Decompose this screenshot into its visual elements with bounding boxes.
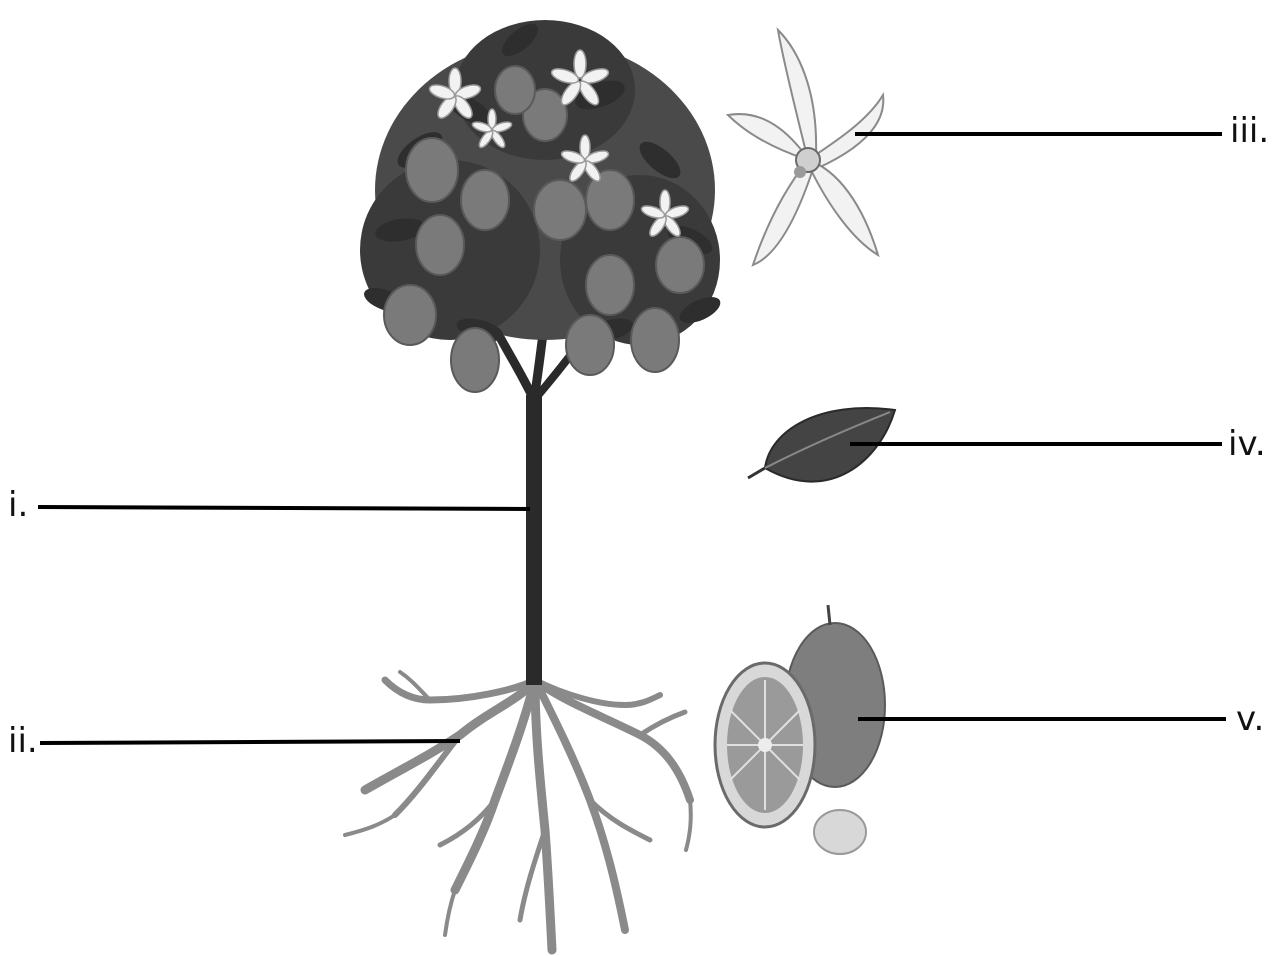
label-ii: ii. <box>8 724 38 758</box>
tree-canopy <box>360 18 724 392</box>
fruit-icon <box>715 605 885 854</box>
label-iii: iii. <box>1230 114 1269 148</box>
root-system-icon <box>345 672 691 950</box>
leader-line-i <box>38 507 530 509</box>
flower-icon <box>728 30 883 265</box>
label-i: i. <box>8 488 28 522</box>
label-iv: iv. <box>1228 427 1266 461</box>
leader-line-ii <box>40 741 460 743</box>
label-v: v. <box>1236 702 1264 736</box>
